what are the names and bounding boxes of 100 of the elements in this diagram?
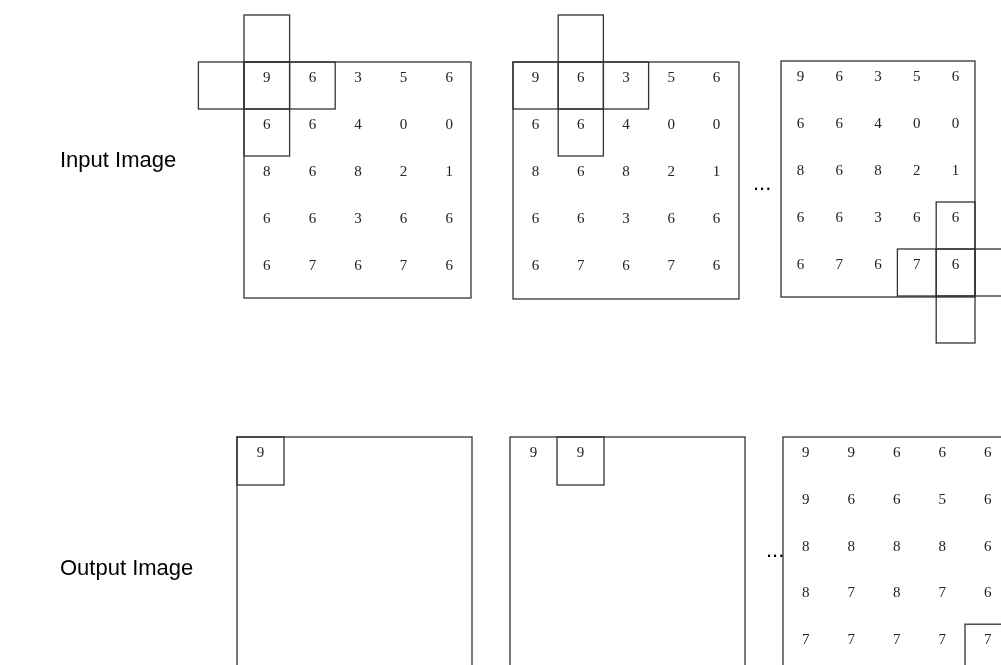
grid-value: 0 xyxy=(445,116,453,132)
row-label: Input Image xyxy=(60,147,177,173)
grid-value: 2 xyxy=(667,163,675,179)
grid-value: 6 xyxy=(263,116,271,132)
grid-value: 6 xyxy=(667,210,675,226)
grid-value: 8 xyxy=(847,538,855,554)
grid-value: 6 xyxy=(263,210,271,226)
grid-value: 0 xyxy=(951,115,960,131)
grid-value: 6 xyxy=(712,210,721,226)
grid-value: 6 xyxy=(445,69,453,85)
grid-value: 0 xyxy=(667,116,675,132)
grid-value: 6 xyxy=(577,163,585,179)
grid-value: 1 xyxy=(951,162,960,178)
grid-value: 8 xyxy=(796,162,805,178)
ellipsis: ... xyxy=(753,170,772,196)
grid-value: 0 xyxy=(712,116,721,132)
grid-value: 6 xyxy=(984,444,992,460)
grid-value: 6 xyxy=(308,163,317,179)
grid-value: 9 xyxy=(529,444,538,460)
grid-value: 6 xyxy=(796,256,805,272)
grid-value: 6 xyxy=(308,210,317,226)
grid-value: 6 xyxy=(577,116,585,132)
grid-value: 6 xyxy=(835,115,843,131)
grid-value: 6 xyxy=(531,210,540,226)
grid-value: 6 xyxy=(712,69,721,85)
grid-value: 9 xyxy=(802,491,810,507)
grid-value: 9 xyxy=(802,444,810,460)
grid-value: 6 xyxy=(835,68,843,84)
grid-value: 9 xyxy=(256,444,265,460)
grid-value: 6 xyxy=(893,491,901,507)
grid-value: 5 xyxy=(938,491,946,507)
grid-value: 8 xyxy=(802,584,810,600)
grid-value: 6 xyxy=(796,209,805,225)
grid-value: 6 xyxy=(622,257,630,273)
grid-value: 7 xyxy=(835,256,843,272)
grid-value: 6 xyxy=(951,68,960,84)
grid-value: 7 xyxy=(667,257,675,273)
grid-value: 7 xyxy=(913,256,921,272)
grid-value: 7 xyxy=(847,631,855,647)
grid-value: 8 xyxy=(938,538,946,554)
grid-value: 6 xyxy=(893,444,901,460)
grid-value: 6 xyxy=(399,210,408,226)
grid-value: 1 xyxy=(712,163,721,179)
grid-value: 6 xyxy=(577,210,585,226)
grid-value: 6 xyxy=(531,116,540,132)
grid-value: 2 xyxy=(399,163,408,179)
grid-value: 8 xyxy=(354,163,362,179)
grid-value: 7 xyxy=(847,584,855,600)
grid-value: 6 xyxy=(354,257,362,273)
grid-value: 5 xyxy=(667,69,675,85)
grid-value: 5 xyxy=(399,69,408,85)
grid-value: 8 xyxy=(622,163,630,179)
grid-value: 6 xyxy=(913,209,921,225)
grid-value: 2 xyxy=(913,162,921,178)
grid-value: 3 xyxy=(354,210,362,226)
grid-value: 6 xyxy=(835,162,843,178)
grid-value: 5 xyxy=(913,68,921,84)
grid-value: 6 xyxy=(263,257,271,273)
grid-value: 8 xyxy=(531,163,540,179)
grid-value: 6 xyxy=(577,69,585,85)
grid-value: 6 xyxy=(445,257,453,273)
grid-value: 6 xyxy=(308,116,317,132)
grid-value: 6 xyxy=(938,444,946,460)
grid-value: 6 xyxy=(984,538,992,554)
grid-value: 3 xyxy=(874,68,882,84)
grid-value: 6 xyxy=(847,491,855,507)
grid-value: 6 xyxy=(874,256,882,272)
grid-value: 7 xyxy=(984,631,992,647)
grid-value: 6 xyxy=(445,210,453,226)
grid-value: 6 xyxy=(984,491,992,507)
grid-value: 6 xyxy=(835,209,843,225)
grid-value: 6 xyxy=(951,209,960,225)
grid-value: 7 xyxy=(399,257,408,273)
row-label: Output Image xyxy=(60,555,194,581)
grid-value: 3 xyxy=(354,69,362,85)
grid-value: 8 xyxy=(893,584,901,600)
grid-value: 7 xyxy=(893,631,901,647)
grid-value: 6 xyxy=(531,257,540,273)
grid-value: 9 xyxy=(263,69,271,85)
grid-value: 0 xyxy=(913,115,921,131)
grid-value: 7 xyxy=(802,631,810,647)
grid-value: 6 xyxy=(796,115,805,131)
grid-value: 6 xyxy=(984,584,992,600)
grid-value: 8 xyxy=(263,163,271,179)
grid-value: 8 xyxy=(874,162,882,178)
grid-value: 8 xyxy=(893,538,901,554)
grid-value: 7 xyxy=(938,584,946,600)
grid-value: 9 xyxy=(847,444,855,460)
grid-value: 9 xyxy=(531,69,540,85)
grid-value: 7 xyxy=(308,257,317,273)
grid-value: 6 xyxy=(951,256,960,272)
grid-value: 9 xyxy=(576,444,585,460)
grid-value: 8 xyxy=(802,538,810,554)
grid-value: 4 xyxy=(874,115,882,131)
grid-value: 3 xyxy=(874,209,882,225)
grid-value: 0 xyxy=(399,116,408,132)
grid-value: 7 xyxy=(938,631,946,647)
grid-value: 6 xyxy=(712,257,721,273)
grid-value: 3 xyxy=(622,210,630,226)
grid-value: 9 xyxy=(796,68,805,84)
